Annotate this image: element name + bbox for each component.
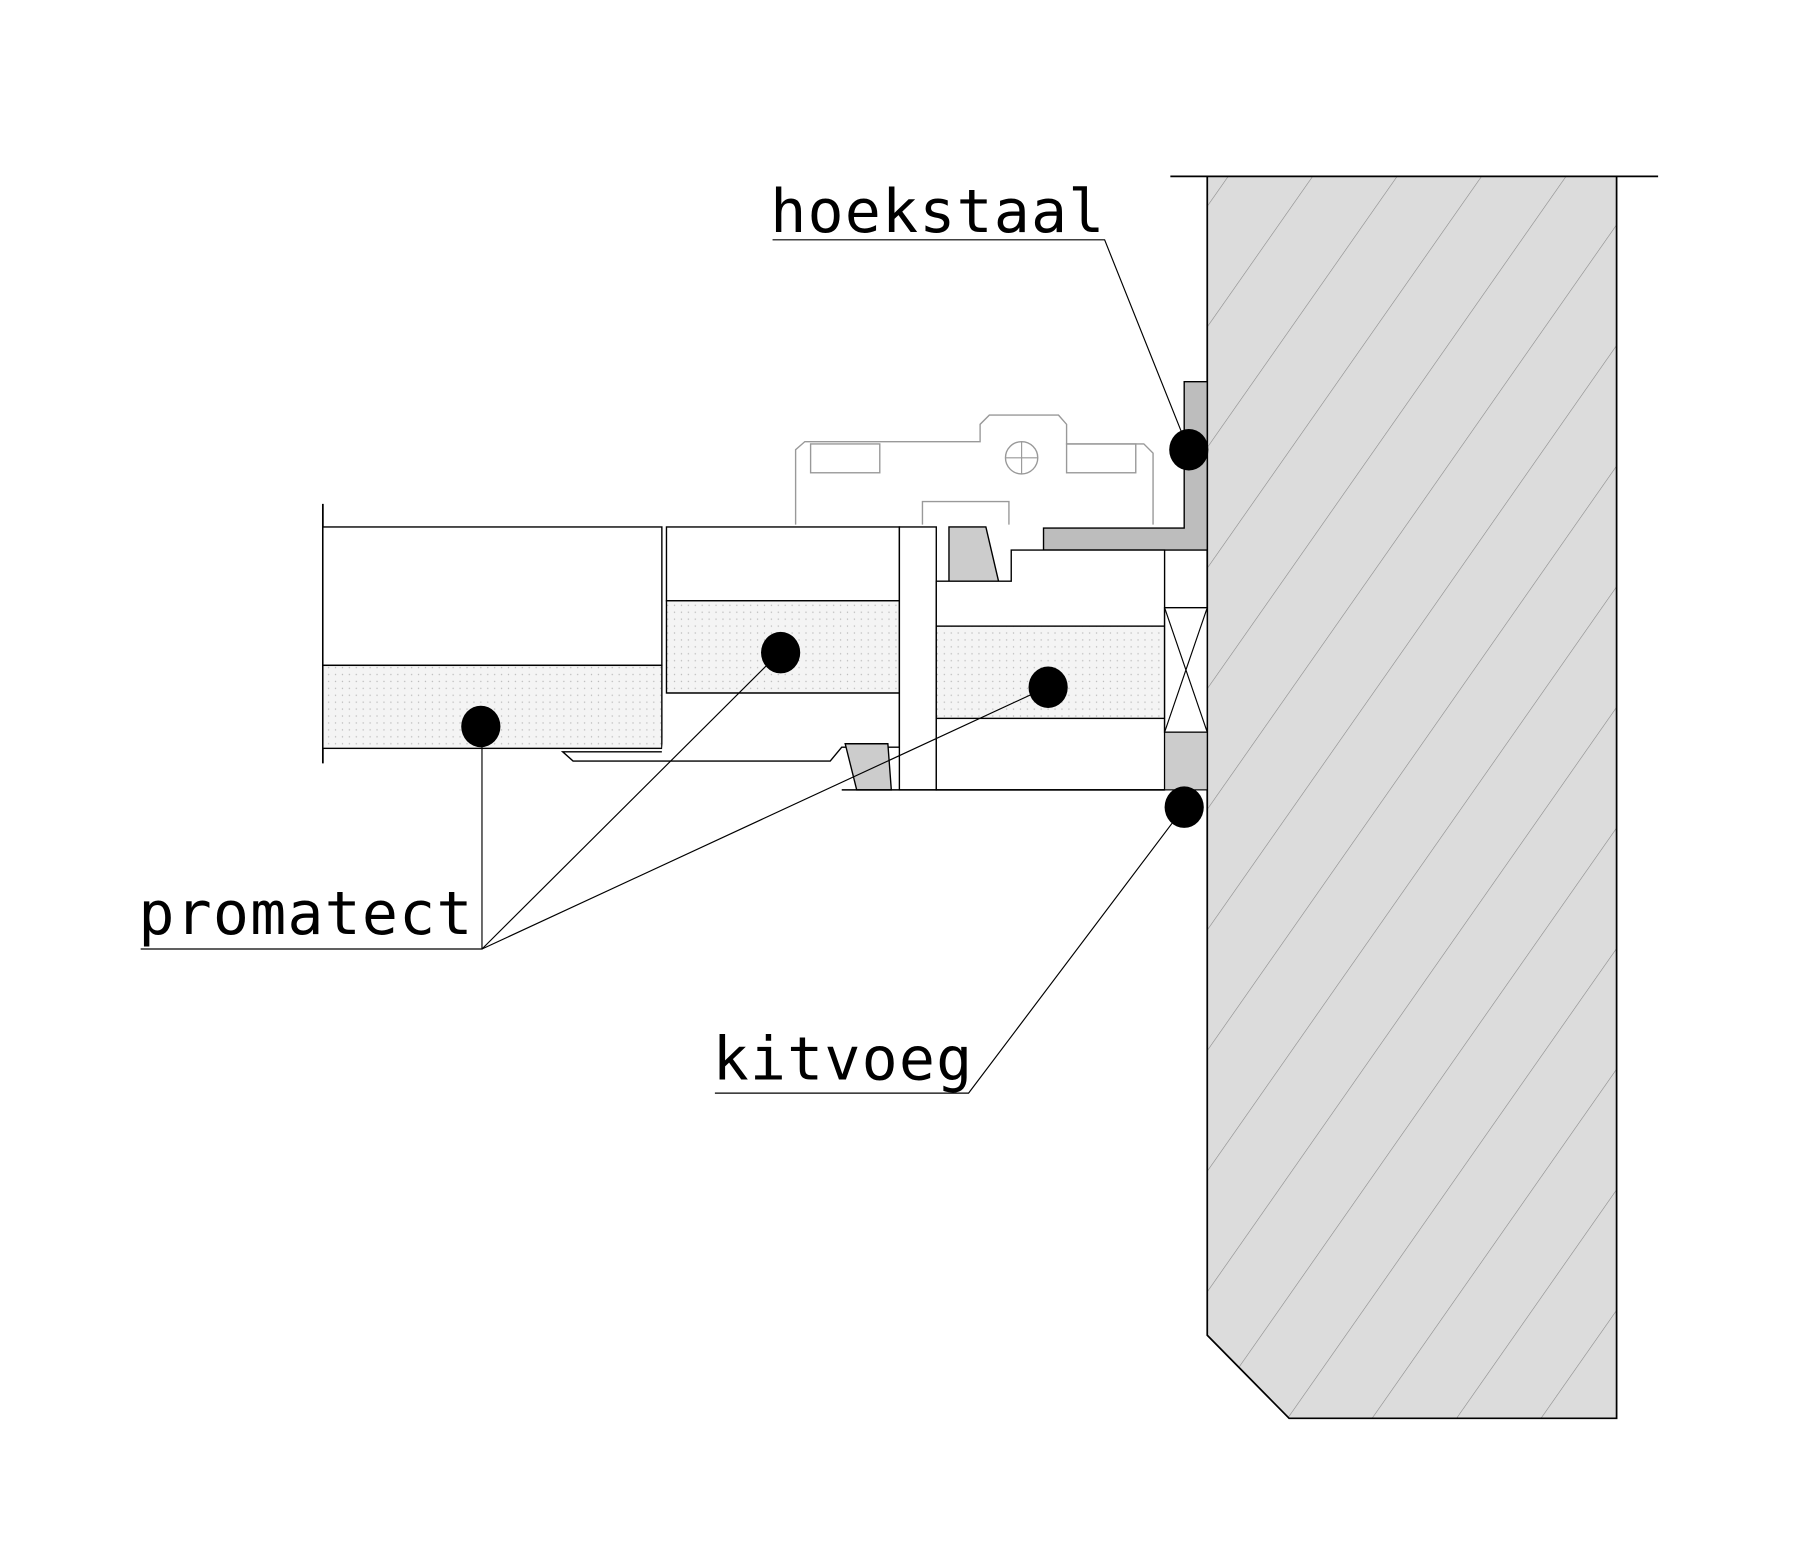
panel-middle bbox=[665, 526, 901, 602]
label-hoekstaal: hoekstaal bbox=[770, 177, 1105, 247]
seal-bottom bbox=[844, 743, 893, 791]
leader-kitvoeg bbox=[714, 806, 1185, 1094]
leader-hoekstaal bbox=[772, 239, 1189, 448]
sealant-strip bbox=[1164, 731, 1208, 791]
frame-post bbox=[898, 526, 937, 791]
marker-promatect-1 bbox=[461, 705, 501, 748]
hinge-bracket bbox=[794, 414, 1154, 525]
panel-left bbox=[322, 526, 663, 667]
label-promatect: promatect bbox=[138, 879, 473, 949]
concrete-wall bbox=[1206, 175, 1618, 1420]
label-kitvoeg: kitvoeg bbox=[713, 1024, 974, 1094]
marker-promatect-3 bbox=[1028, 666, 1068, 709]
marker-hoekstaal bbox=[1169, 428, 1209, 471]
hinge-slot-left bbox=[809, 443, 881, 474]
marker-promatect-2 bbox=[761, 631, 801, 674]
seal-top bbox=[948, 526, 1000, 582]
hinge-slot-right bbox=[1065, 443, 1137, 474]
marker-kitvoeg bbox=[1164, 786, 1204, 828]
